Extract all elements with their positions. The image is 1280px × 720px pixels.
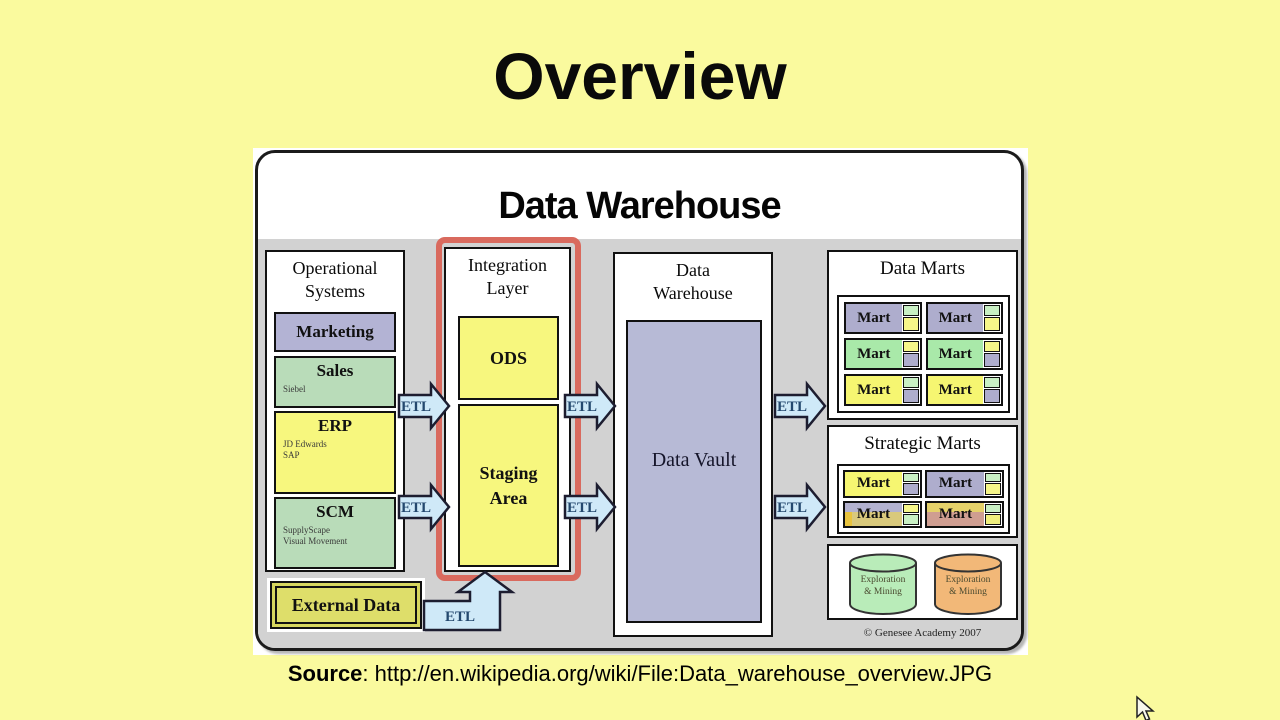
mart-label: Mart [846, 304, 902, 332]
mart-box: Mart [843, 500, 922, 528]
data-vault-box: Data Vault [626, 320, 762, 623]
mart-detail [983, 304, 1001, 332]
data-marts-section: Data Marts Mart Mart Mart Mart Mart Mart [827, 250, 1018, 420]
erp-box: ERP JD Edwards SAP [274, 411, 396, 494]
scm-box: SCM SupplyScape Visual Movement [274, 497, 396, 569]
source-label: Source [287, 661, 363, 686]
sales-box: Sales Siebel [274, 356, 396, 408]
data-warehouse-header: Data Warehouse [653, 260, 733, 304]
mart-detail [901, 304, 920, 332]
mart-box: Mart [925, 470, 1004, 498]
mart-box: Mart [925, 302, 1003, 334]
exploration-cylinder-green: Exploration & Mining [846, 552, 920, 616]
marketing-label: Marketing [296, 322, 374, 341]
mart-box: Mart [844, 338, 922, 370]
diagram-title: Data Warehouse [498, 185, 781, 227]
mart-label: Mart [927, 472, 984, 496]
ods-box: ODS [458, 316, 559, 400]
mart-detail [901, 340, 920, 368]
integration-layer-column: Integration Layer ODS Staging Area [444, 247, 571, 572]
exploration-mining-label: Exploration & Mining [860, 575, 906, 598]
mart-box: Mart [925, 338, 1003, 370]
cylinder-icon [849, 553, 917, 616]
external-data-border: External Data [270, 581, 422, 629]
data-marts-header: Data Marts [880, 258, 965, 279]
mart-label: Mart [927, 304, 983, 332]
source-citation: Source: http://en.wikipedia.org/wiki/Fil… [0, 661, 1280, 687]
exploration-cylinder-orange: Exploration & Mining [931, 552, 1005, 616]
mart-label: Mart [845, 472, 902, 496]
mart-label: Mart [845, 502, 902, 526]
mart-label: Mart [846, 376, 902, 404]
mart-box: Mart [925, 374, 1003, 406]
data-warehouse-column: Data Warehouse Data Vault [613, 252, 773, 637]
external-data-box: External Data [267, 578, 425, 632]
mart-detail [901, 376, 920, 404]
mart-detail [984, 472, 1002, 496]
source-url: : http://en.wikipedia.org/wiki/File:Data… [362, 661, 993, 686]
external-data-label: External Data [275, 586, 417, 624]
exploration-mining-section: Exploration & Mining Exploration & Minin… [827, 544, 1018, 620]
mart-label: Mart [927, 376, 983, 404]
scm-label: SCM [316, 502, 354, 521]
integration-layer-header: Integration Layer [468, 255, 547, 299]
mart-detail [983, 376, 1001, 404]
strategic-marts-section: Strategic Marts Mart Mart Mart Mart [827, 425, 1018, 538]
mart-box: Mart [844, 374, 922, 406]
operational-systems-column: Operational Systems Marketing Sales Sieb… [265, 250, 405, 572]
slide-title: Overview [493, 39, 787, 113]
mart-label: Mart [927, 502, 984, 526]
sales-subtext: Siebel [283, 384, 306, 394]
data-marts-grid: Mart Mart Mart Mart Mart Mart [837, 295, 1010, 413]
mart-label: Mart [927, 340, 983, 368]
mart-detail [983, 340, 1001, 368]
operational-systems-header: Operational Systems [292, 258, 378, 302]
data-warehouse-diagram: Data Warehouse Operational Systems Marke… [253, 148, 1028, 655]
mouse-cursor [1136, 695, 1155, 720]
erp-label: ERP [318, 416, 352, 435]
mart-label: Mart [846, 340, 902, 368]
staging-area-box: Staging Area [458, 404, 559, 567]
exploration-mining-label: Exploration & Mining [945, 575, 991, 598]
mart-detail [902, 472, 920, 496]
sales-label: Sales [316, 361, 354, 380]
scm-subtext: SupplyScape Visual Movement [283, 525, 348, 547]
marketing-box: Marketing [274, 312, 396, 352]
mart-box: Mart [844, 302, 922, 334]
cylinder-icon [934, 553, 1002, 616]
strategic-marts-header: Strategic Marts [864, 433, 981, 454]
mart-box: Mart [925, 500, 1004, 528]
copyright-text: © Genesee Academy 2007 [863, 627, 982, 639]
mart-detail [984, 502, 1002, 526]
erp-subtext: JD Edwards SAP [283, 439, 327, 461]
mart-detail [902, 502, 920, 526]
strategic-marts-grid: Mart Mart Mart Mart [837, 464, 1010, 534]
mart-box: Mart [843, 470, 922, 498]
